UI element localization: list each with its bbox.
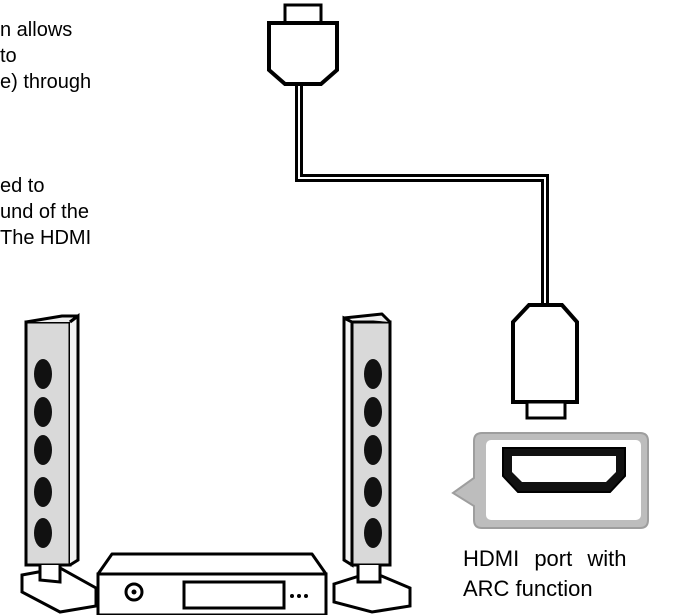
port-caption-line-2: ARC function <box>463 576 593 601</box>
hdmi-plug-icon <box>267 3 339 86</box>
intro-text-line-5: und of the <box>0 201 89 223</box>
hdmi-port-icon <box>451 432 649 529</box>
intro-text-line-3: e) through <box>0 71 92 93</box>
av-receiver-icon <box>96 552 328 615</box>
tower-speaker-icon <box>332 312 412 614</box>
intro-text-line-2: to <box>0 45 17 67</box>
intro-text-line-6: The HDMI <box>0 227 92 249</box>
hdmi-plug-icon <box>511 303 579 420</box>
intro-text-line-4: ed to <box>0 175 45 197</box>
intro-text-line-1: n allows <box>0 19 73 41</box>
hdmi-cable-icon <box>295 80 549 305</box>
tower-speaker-icon <box>20 313 98 614</box>
port-caption-line-1: HDMI port with <box>463 546 627 571</box>
